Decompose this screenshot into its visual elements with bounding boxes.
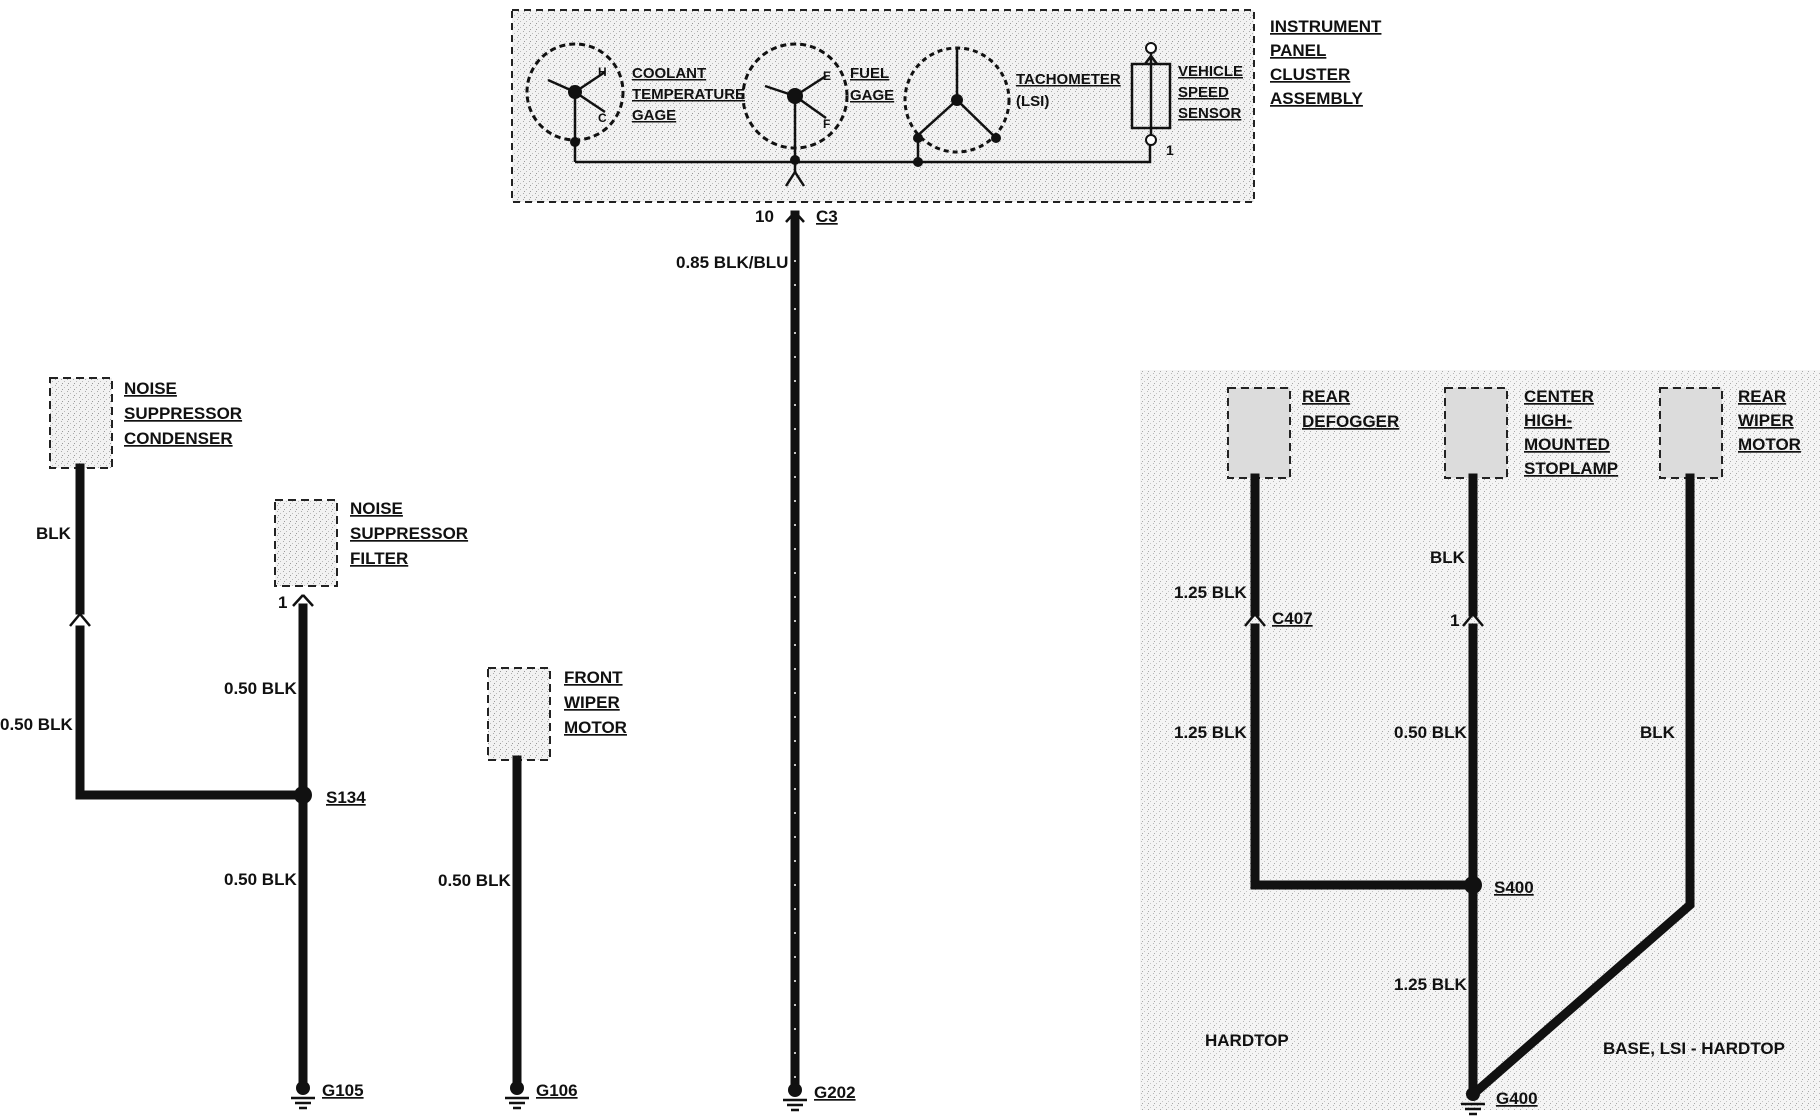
fuel-e-label: E xyxy=(823,69,831,83)
rear-wiper-motor-box xyxy=(1659,387,1723,479)
s134-splice-dot xyxy=(294,786,312,804)
rear-wiper-label-1: REAR xyxy=(1738,387,1786,406)
g105-label: G105 xyxy=(322,1081,364,1100)
coolant-label-2: TEMPERATURE xyxy=(632,86,745,103)
g105-ground-symbol xyxy=(291,1081,315,1110)
rear-wiper-wire xyxy=(1471,473,1695,1097)
splice-wire-label: 0.50 BLK xyxy=(224,870,297,889)
fuel-label-2: GAGE xyxy=(850,87,894,104)
vehicle-speed-sensor: 1 xyxy=(1130,42,1174,158)
coolant-c-label: C xyxy=(598,111,607,125)
rear-wiper-label-2: WIPER xyxy=(1738,411,1794,430)
condenser-label-1: NOISE xyxy=(124,379,177,398)
center-wire-label: 0.85 BLK/BLU xyxy=(676,253,788,272)
filter-pin-label: 1 xyxy=(278,593,287,612)
defogger-label-1: REAR xyxy=(1302,387,1350,406)
noise-suppressor-condenser-box xyxy=(49,377,113,469)
coolant-label-3: GAGE xyxy=(632,107,676,124)
stoplamp-pin-label: 1 xyxy=(1450,611,1459,630)
cluster-title-1: INSTRUMENT xyxy=(1270,17,1382,36)
stoplamp-label-1: CENTER xyxy=(1524,387,1594,406)
condenser-wire-bottom-label: 0.50 BLK xyxy=(0,715,73,734)
vss-label-3: SENSOR xyxy=(1178,105,1242,122)
condenser-label-2: SUPPRESSOR xyxy=(124,404,242,423)
defogger-label-2: DEFOGGER xyxy=(1302,412,1399,431)
hardtop-note: HARDTOP xyxy=(1205,1031,1289,1050)
coolant-h-label: H xyxy=(598,65,607,79)
fuel-label-1: FUEL xyxy=(850,65,889,82)
front-wiper-label-1: FRONT xyxy=(564,668,623,687)
left-circuit: NOISE SUPPRESSOR CONDENSER BLK 0.50 BLK … xyxy=(0,377,468,1110)
center-high-mounted-stoplamp-box xyxy=(1444,387,1508,479)
rear-defogger-box xyxy=(1227,387,1291,479)
fuel-f-label: F xyxy=(823,117,830,131)
cluster-title-2: PANEL xyxy=(1270,41,1326,60)
defogger-wire-top-label: 1.25 BLK xyxy=(1174,583,1247,602)
s400-label: S400 xyxy=(1494,878,1534,897)
front-wiper-label-2: WIPER xyxy=(564,693,620,712)
filter-label-3: FILTER xyxy=(350,549,408,568)
filter-label-2: SUPPRESSOR xyxy=(350,524,468,543)
stoplamp-wire-bottom-label: 0.50 BLK xyxy=(1394,723,1467,742)
coolant-label-1: COOLANT xyxy=(632,65,706,82)
front-wiper-circuit: FRONT WIPER MOTOR 0.50 BLK G106 xyxy=(438,667,627,1110)
front-wiper-motor-box xyxy=(487,667,551,761)
center-circuit: 10 C3 0.85 BLK/BLU G202 xyxy=(676,171,856,1112)
condenser-wire-top-label: BLK xyxy=(36,524,72,543)
defogger-wire xyxy=(1250,623,1478,890)
g400-label: G400 xyxy=(1496,1089,1538,1108)
noise-suppressor-filter-box xyxy=(274,499,338,587)
vss-pin-label: 1 xyxy=(1166,142,1174,158)
g106-ground-symbol xyxy=(505,1081,529,1110)
stoplamp-wire-top-label: BLK xyxy=(1430,548,1466,567)
center-pin-label: 10 xyxy=(755,207,774,226)
base-hardtop-note: BASE, LSI - HARDTOP xyxy=(1603,1039,1785,1058)
defogger-wire-bottom-label: 1.25 BLK xyxy=(1174,723,1247,742)
g106-label: G106 xyxy=(536,1081,578,1100)
fuel-gage: E F xyxy=(741,42,849,172)
front-wiper-wire-label: 0.50 BLK xyxy=(438,871,511,890)
stoplamp-label-3: MOUNTED xyxy=(1524,435,1610,454)
rear-wiper-label-3: MOTOR xyxy=(1738,435,1801,454)
filter-wire-label: 0.50 BLK xyxy=(224,679,297,698)
tach-label-2: (LSI) xyxy=(1016,93,1049,110)
instrument-panel-outline xyxy=(511,9,1255,203)
vss-label-1: VEHICLE xyxy=(1178,63,1243,80)
stoplamp-label-4: STOPLAMP xyxy=(1524,459,1618,478)
splice-wire-label-right: 1.25 BLK xyxy=(1394,975,1467,994)
rear-wiper-wire-label: BLK xyxy=(1640,723,1676,742)
tachometer xyxy=(903,46,1011,167)
condenser-label-3: CONDENSER xyxy=(124,429,233,448)
s134-label: S134 xyxy=(326,788,366,807)
g202-label: G202 xyxy=(814,1083,856,1102)
g202-ground-symbol xyxy=(783,1083,807,1112)
instrument-panel-cluster: H C COOLANT TEMPERATURE GAGE E F FUEL GA… xyxy=(511,9,1382,203)
filter-label-1: NOISE xyxy=(350,499,403,518)
stoplamp-label-2: HIGH- xyxy=(1524,411,1572,430)
cluster-title-4: ASSEMBLY xyxy=(1270,89,1364,108)
coolant-temperature-gage: H C xyxy=(525,42,625,162)
center-connector-label: C3 xyxy=(816,207,838,226)
g400-ground-symbol xyxy=(1461,1087,1485,1116)
cluster-title-3: CLUSTER xyxy=(1270,65,1350,84)
condenser-wire xyxy=(75,625,305,800)
c407-label: C407 xyxy=(1272,609,1313,628)
vss-label-2: SPEED xyxy=(1178,84,1229,101)
tach-label-1: TACHOMETER xyxy=(1016,71,1121,88)
right-circuit: REAR DEFOGGER CENTER HIGH- MOUNTED STOPL… xyxy=(1140,370,1820,1116)
cluster-ground-bus xyxy=(575,140,1152,164)
s400-splice-dot xyxy=(1464,876,1482,894)
front-wiper-label-3: MOTOR xyxy=(564,718,627,737)
